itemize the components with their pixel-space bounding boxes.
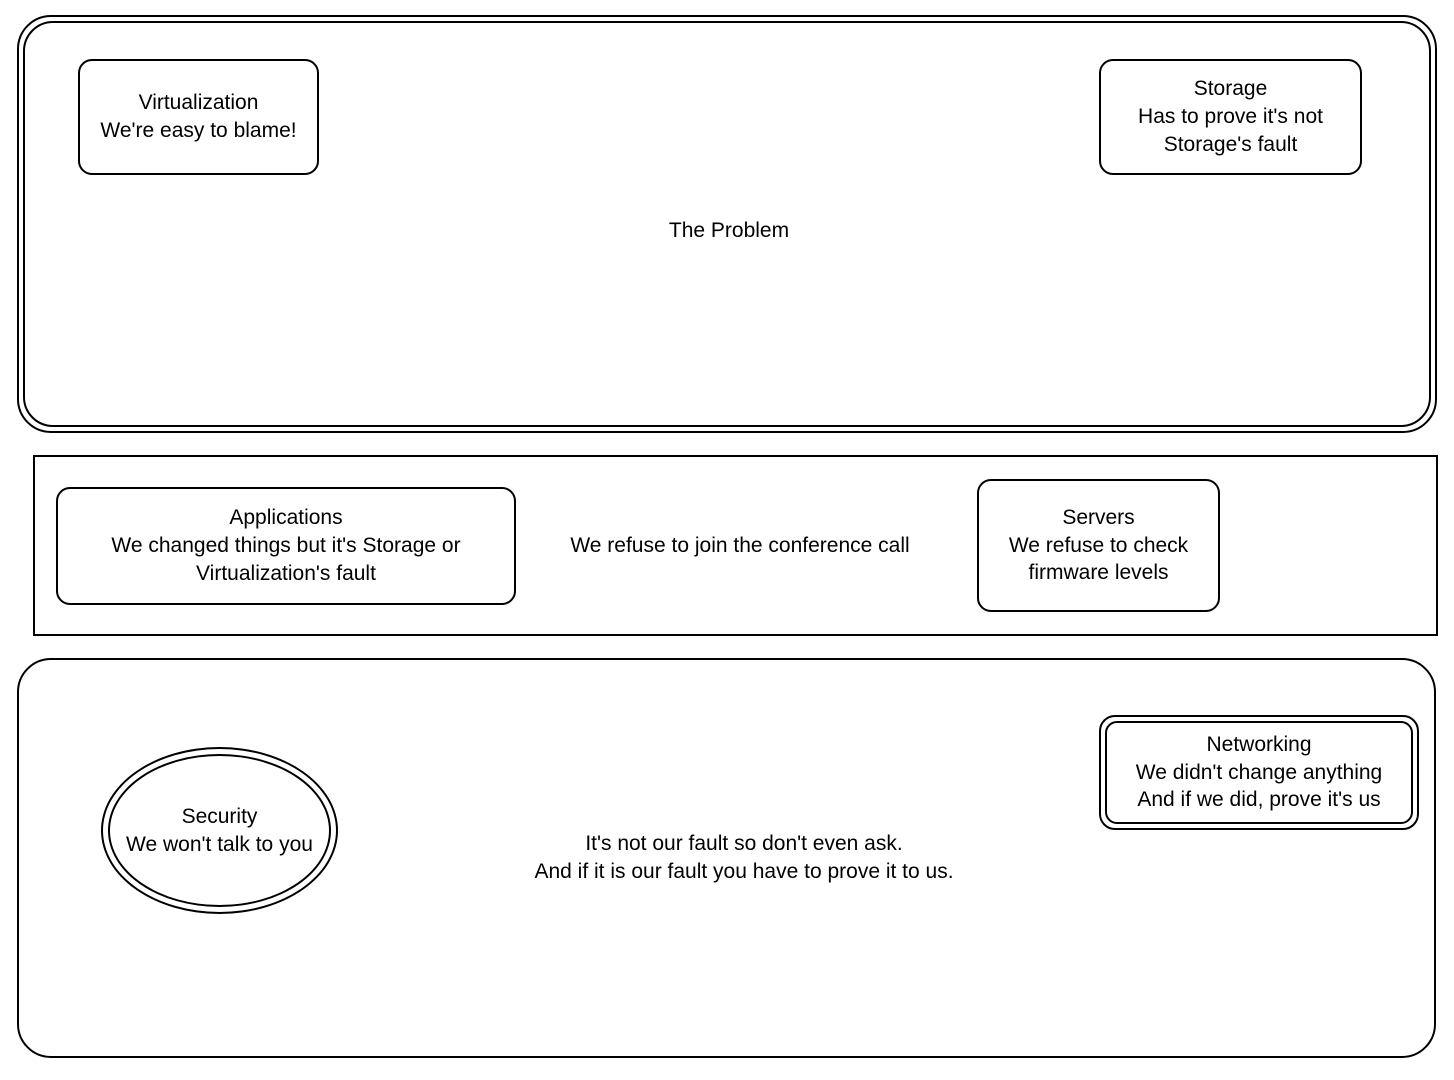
- zone-conference-call[interactable]: Applications We changed things but it's …: [33, 455, 1438, 636]
- node-servers[interactable]: Servers We refuse to check firmware leve…: [977, 479, 1220, 612]
- node-networking-label: Networking We didn't change anything And…: [1135, 732, 1383, 812]
- node-storage[interactable]: Storage Has to prove it's not Storage's …: [1099, 59, 1362, 175]
- node-applications[interactable]: Applications We changed things but it's …: [56, 487, 516, 605]
- node-security[interactable]: Security We won't talk to you: [101, 747, 338, 914]
- node-security-label: Security We won't talk to you: [126, 804, 313, 856]
- node-storage-label: Storage Has to prove it's not Storage's …: [1138, 77, 1323, 156]
- zone-not-our-fault[interactable]: Security We won't talk to you Networking…: [17, 658, 1436, 1058]
- zone-not-our-fault-label: It's not our fault so don't even ask. An…: [534, 832, 954, 884]
- node-applications-label: Applications We changed things but it's …: [111, 506, 461, 585]
- node-virtualization[interactable]: Virtualization We're easy to blame!: [78, 59, 319, 175]
- zone-the-problem-label: The Problem: [668, 219, 790, 242]
- zone-the-problem[interactable]: Virtualization We're easy to blame! Stor…: [17, 15, 1437, 433]
- zone-conference-call-label: We refuse to join the conference call: [570, 534, 910, 557]
- node-virtualization-label: Virtualization We're easy to blame!: [100, 91, 297, 142]
- node-servers-label: Servers We refuse to check firmware leve…: [1008, 505, 1189, 585]
- node-networking[interactable]: Networking We didn't change anything And…: [1099, 715, 1419, 830]
